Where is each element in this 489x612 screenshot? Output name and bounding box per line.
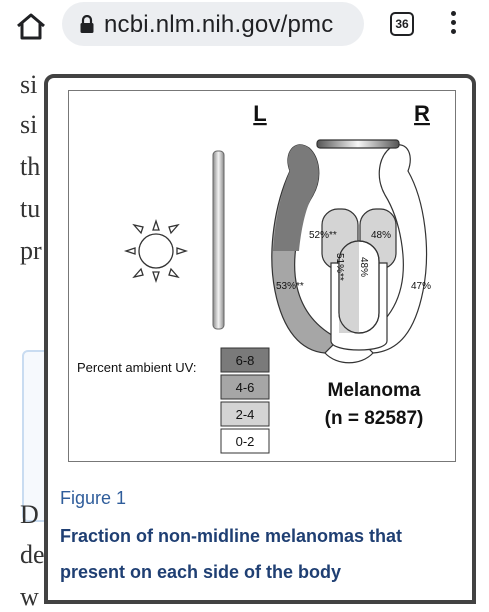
- article-text-fragment: tu: [20, 194, 41, 223]
- legend-range-label: 4-6: [236, 380, 255, 395]
- figure-illustration: L R: [77, 101, 431, 454]
- region-label-left-lower: 51%**: [334, 253, 345, 281]
- browser-toolbar: ncbi.nlm.nih.gov/pmc 36: [0, 0, 489, 54]
- region-label-right-upper: 48%: [371, 230, 391, 241]
- article-text-fragment: pr: [20, 236, 42, 265]
- lock-icon: [80, 15, 94, 33]
- driver-body-diagram: [271, 139, 428, 364]
- legend: 6-8 4-6 2-4 0-2: [220, 347, 270, 454]
- legend-swatch: [220, 401, 270, 427]
- legend-range-label: 6-8: [236, 353, 255, 368]
- address-bar[interactable]: ncbi.nlm.nih.gov/pmc: [62, 2, 364, 46]
- figure-title: Fraction of non-midline melanomas that p…: [60, 526, 403, 582]
- article-text-fragment: de: [20, 540, 45, 569]
- region-label-left-upper: 52%**: [309, 230, 337, 241]
- figure-label: Figure 1: [60, 488, 127, 508]
- figure-heading: Melanoma: [328, 380, 421, 401]
- legend-title: Percent ambient UV:: [77, 360, 196, 375]
- article-text-fragment: si: [20, 110, 38, 139]
- right-side-label: R: [414, 101, 430, 126]
- home-icon[interactable]: [14, 11, 48, 41]
- article-text-fragment: si: [20, 70, 38, 99]
- figure-count: (n = 82587): [325, 408, 424, 429]
- region-label-left-arm: 53%**: [276, 281, 304, 292]
- overflow-menu-icon[interactable]: [446, 11, 460, 39]
- legend-swatch: [220, 428, 270, 454]
- article-text-fragment: D: [20, 500, 39, 529]
- tab-switcher-button[interactable]: 36: [390, 12, 414, 36]
- legend-swatch: [220, 347, 270, 373]
- region-label-right-lower: 48%: [358, 257, 369, 277]
- car-window: [212, 150, 225, 330]
- sun-icon: [123, 218, 189, 284]
- article-text-fragment: th: [20, 152, 41, 181]
- url-text[interactable]: ncbi.nlm.nih.gov/pmc: [104, 11, 334, 38]
- legend-swatch: [220, 374, 270, 400]
- left-side-label: L: [253, 101, 266, 126]
- legend-range-label: 2-4: [236, 407, 255, 422]
- region-label-right-arm: 47%: [411, 281, 431, 292]
- article-text-fragment: w: [20, 582, 39, 611]
- figure-modal[interactable]: L R: [44, 74, 476, 604]
- figure-image[interactable]: L R: [68, 90, 456, 462]
- legend-range-label: 0-2: [236, 434, 255, 449]
